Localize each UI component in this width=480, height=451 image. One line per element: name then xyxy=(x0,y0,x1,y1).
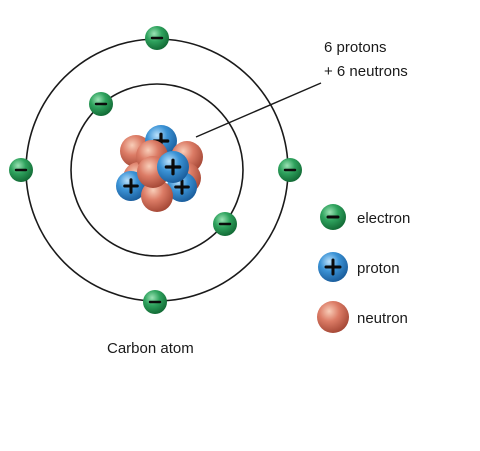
electron-1 xyxy=(145,26,169,50)
electron-2 xyxy=(89,92,113,116)
neutron-icon xyxy=(141,180,173,212)
nucleus-proton-11 xyxy=(157,151,189,183)
electron-6 xyxy=(143,290,167,314)
legend: electron proton neutron xyxy=(317,204,410,333)
nucleus xyxy=(116,125,203,212)
legend-label-neutron: neutron xyxy=(357,310,408,327)
electrons xyxy=(9,26,302,314)
legend-item-proton: proton xyxy=(318,252,400,282)
electron-4 xyxy=(278,158,302,182)
electron-5 xyxy=(213,212,237,236)
legend-item-neutron: neutron xyxy=(317,301,408,333)
nucleus-label-line-1: 6 protons xyxy=(324,39,387,56)
nucleus-neutron-9 xyxy=(141,180,173,212)
legend-label-electron: electron xyxy=(357,210,410,227)
legend-label-proton: proton xyxy=(357,260,400,277)
neutron-icon xyxy=(317,301,349,333)
diagram-caption: Carbon atom xyxy=(107,340,194,357)
electron-3 xyxy=(9,158,33,182)
nucleus-label-line-2: + 6 neutrons xyxy=(324,63,408,80)
nucleus-pointer-line xyxy=(195,82,322,138)
inner-orbit xyxy=(70,83,244,257)
legend-item-electron: electron xyxy=(320,204,410,230)
